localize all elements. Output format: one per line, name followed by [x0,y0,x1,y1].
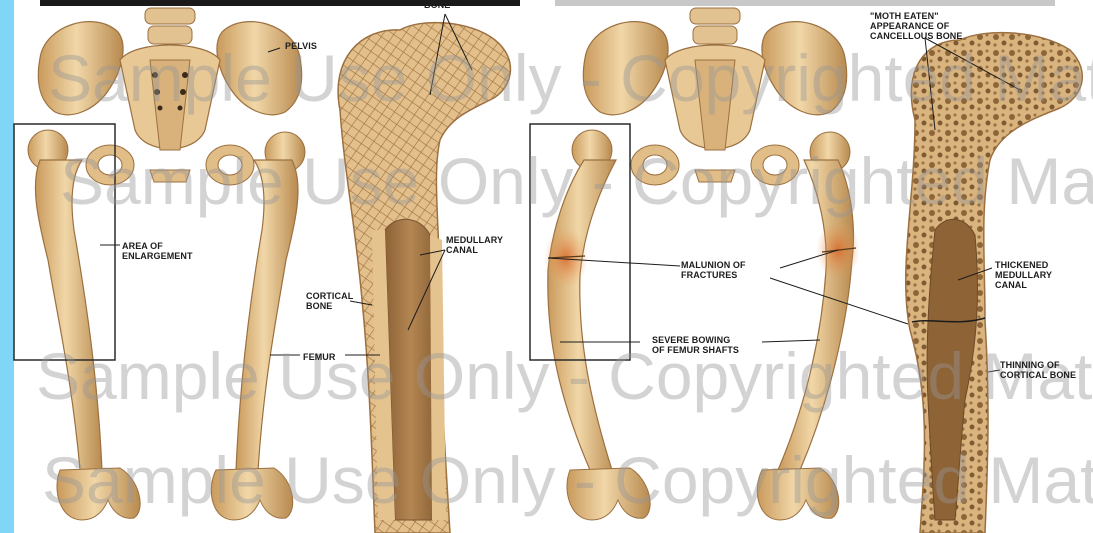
label-area-of-enlargement: AREA OF ENLARGEMENT [122,241,193,261]
label-pelvis: PELVIS [285,41,317,51]
label-moth-eaten: "MOTH EATEN" APPEARANCE OF CANCELLOUS BO… [870,11,963,41]
label-thinning-cortical: THINNING OF CORTICAL BONE [1000,360,1076,380]
top-strip-right [555,0,1055,6]
label-cortical-bone: CORTICAL BONE [306,291,353,311]
label-femur: FEMUR [303,352,336,362]
label-bone: BONE [424,0,450,10]
label-thickened-canal: THICKENED MEDULLARY CANAL [995,260,1052,290]
label-severe-bowing: SEVERE BOWING OF FEMUR SHAFTS [652,335,739,355]
label-malunion: MALUNION OF FRACTURES [681,260,746,280]
label-medullary-canal: MEDULLARY CANAL [446,235,503,255]
